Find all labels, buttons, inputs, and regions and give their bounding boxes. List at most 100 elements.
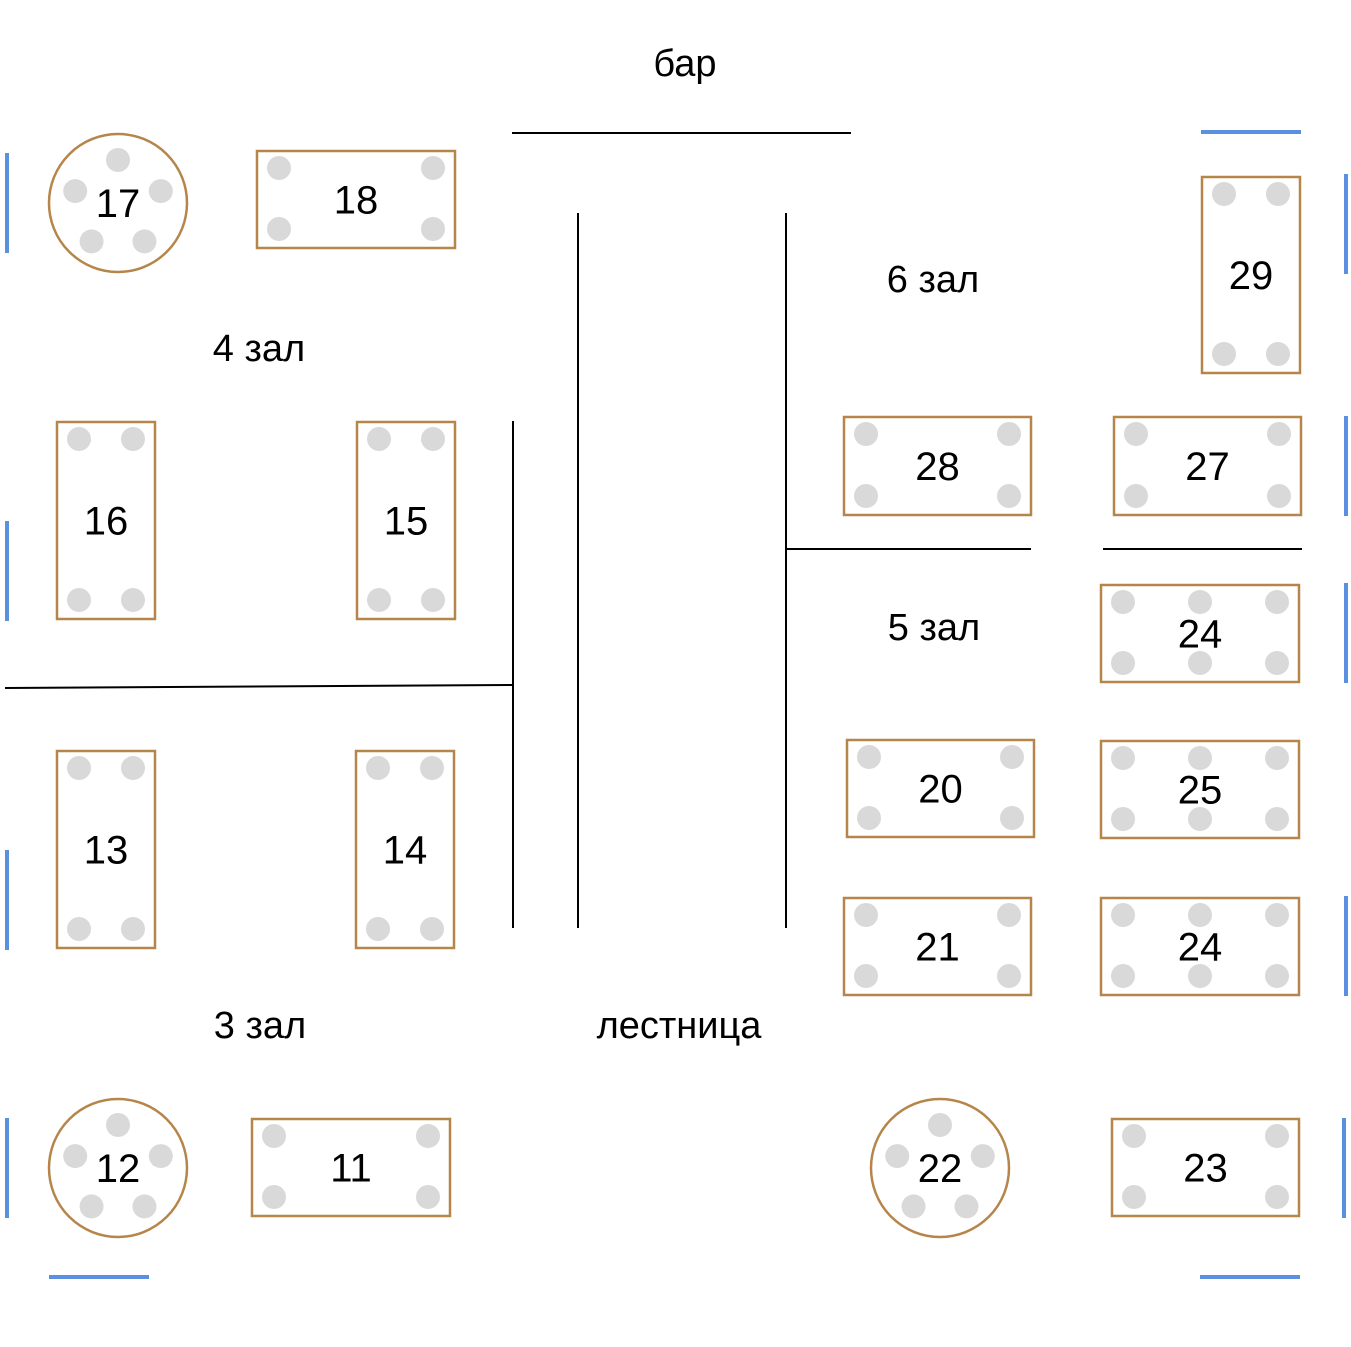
seat xyxy=(1266,342,1290,366)
seat xyxy=(416,1124,440,1148)
seat xyxy=(1111,964,1135,988)
seat xyxy=(262,1185,286,1209)
seat xyxy=(1111,746,1135,770)
hall4-hall3-divider-horizontal xyxy=(4,684,514,689)
seat xyxy=(267,217,291,241)
seat xyxy=(79,1194,104,1219)
table-16[interactable]: 16 xyxy=(55,420,157,621)
table-23[interactable]: 23 xyxy=(1110,1117,1301,1218)
walls xyxy=(4,132,1302,928)
table-top xyxy=(354,749,456,950)
table-18[interactable]: 18 xyxy=(255,149,457,250)
seat xyxy=(420,917,444,941)
seat xyxy=(1111,590,1135,614)
seat xyxy=(1188,964,1212,988)
table-top xyxy=(355,420,457,621)
hall5-label: 5 зал xyxy=(888,607,980,649)
seat xyxy=(1188,590,1212,614)
tables: 17 18 16 15 13 14 12 11 29 28 27 24 20 2… xyxy=(47,132,1303,1239)
table-15[interactable]: 15 xyxy=(355,420,457,621)
seat xyxy=(121,756,145,780)
seat xyxy=(854,422,878,446)
seat xyxy=(1000,806,1024,830)
seat xyxy=(79,229,104,254)
table-number: 15 xyxy=(384,500,429,544)
table-24-lower[interactable]: 24 xyxy=(1099,896,1301,997)
seat xyxy=(1188,746,1212,770)
seat xyxy=(997,422,1021,446)
seat xyxy=(1265,590,1289,614)
table-29[interactable]: 29 xyxy=(1200,175,1302,375)
seat xyxy=(420,756,444,780)
table-number: 18 xyxy=(334,179,379,223)
stairs-label: лестница xyxy=(597,1005,763,1047)
seat xyxy=(267,156,291,180)
table-number: 24 xyxy=(1178,926,1223,970)
table-number: 29 xyxy=(1229,254,1274,298)
seat xyxy=(67,588,91,612)
table-top xyxy=(55,749,157,950)
seat xyxy=(1265,1124,1289,1148)
table-27[interactable]: 27 xyxy=(1112,415,1303,517)
seat xyxy=(367,588,391,612)
table-22[interactable]: 22 xyxy=(869,1097,1011,1239)
table-number: 13 xyxy=(84,829,129,873)
seat xyxy=(1188,807,1212,831)
table-14[interactable]: 14 xyxy=(354,749,456,950)
table-number: 24 xyxy=(1178,613,1223,657)
seat xyxy=(1124,484,1148,508)
seat xyxy=(121,588,145,612)
seat xyxy=(121,917,145,941)
seat xyxy=(857,745,881,769)
table-20[interactable]: 20 xyxy=(845,738,1036,839)
seat xyxy=(1188,651,1212,675)
table-number: 21 xyxy=(915,926,960,970)
seat xyxy=(132,229,157,254)
seat xyxy=(106,1113,130,1137)
table-11[interactable]: 11 xyxy=(250,1117,452,1218)
seat xyxy=(1265,1185,1289,1209)
table-25[interactable]: 25 xyxy=(1099,739,1301,840)
table-number: 17 xyxy=(96,182,141,226)
table-number: 16 xyxy=(84,500,129,544)
table-28[interactable]: 28 xyxy=(842,415,1033,517)
seat xyxy=(1111,651,1135,675)
seat xyxy=(1000,745,1024,769)
seat xyxy=(67,756,91,780)
hall4-label: 4 зал xyxy=(213,328,305,370)
table-number: 28 xyxy=(915,445,960,489)
table-number: 20 xyxy=(918,768,963,812)
seat xyxy=(954,1194,979,1219)
seat xyxy=(121,427,145,451)
table-12[interactable]: 12 xyxy=(47,1097,189,1239)
seat xyxy=(132,1194,157,1219)
seat xyxy=(148,1144,173,1169)
seat xyxy=(421,156,445,180)
table-17[interactable]: 17 xyxy=(47,132,189,274)
seat xyxy=(67,917,91,941)
seat xyxy=(1265,651,1289,675)
table-top xyxy=(55,420,157,621)
seat xyxy=(366,917,390,941)
hall3-label: 3 зал xyxy=(214,1005,306,1047)
seat xyxy=(1212,342,1236,366)
seat xyxy=(1266,182,1290,206)
table-number: 23 xyxy=(1183,1147,1228,1191)
seat xyxy=(1267,422,1291,446)
seat xyxy=(885,1144,910,1169)
table-13[interactable]: 13 xyxy=(55,749,157,950)
table-number: 25 xyxy=(1178,769,1223,813)
seat xyxy=(970,1144,995,1169)
bar-label: бар xyxy=(653,43,716,85)
table-24-upper[interactable]: 24 xyxy=(1099,583,1301,684)
seat xyxy=(1124,422,1148,446)
seat xyxy=(1111,807,1135,831)
seat xyxy=(1188,903,1212,927)
table-21[interactable]: 21 xyxy=(842,896,1033,997)
table-number: 14 xyxy=(383,829,428,873)
seat xyxy=(1267,484,1291,508)
seat xyxy=(421,427,445,451)
seat xyxy=(1212,182,1236,206)
seat xyxy=(901,1194,926,1219)
